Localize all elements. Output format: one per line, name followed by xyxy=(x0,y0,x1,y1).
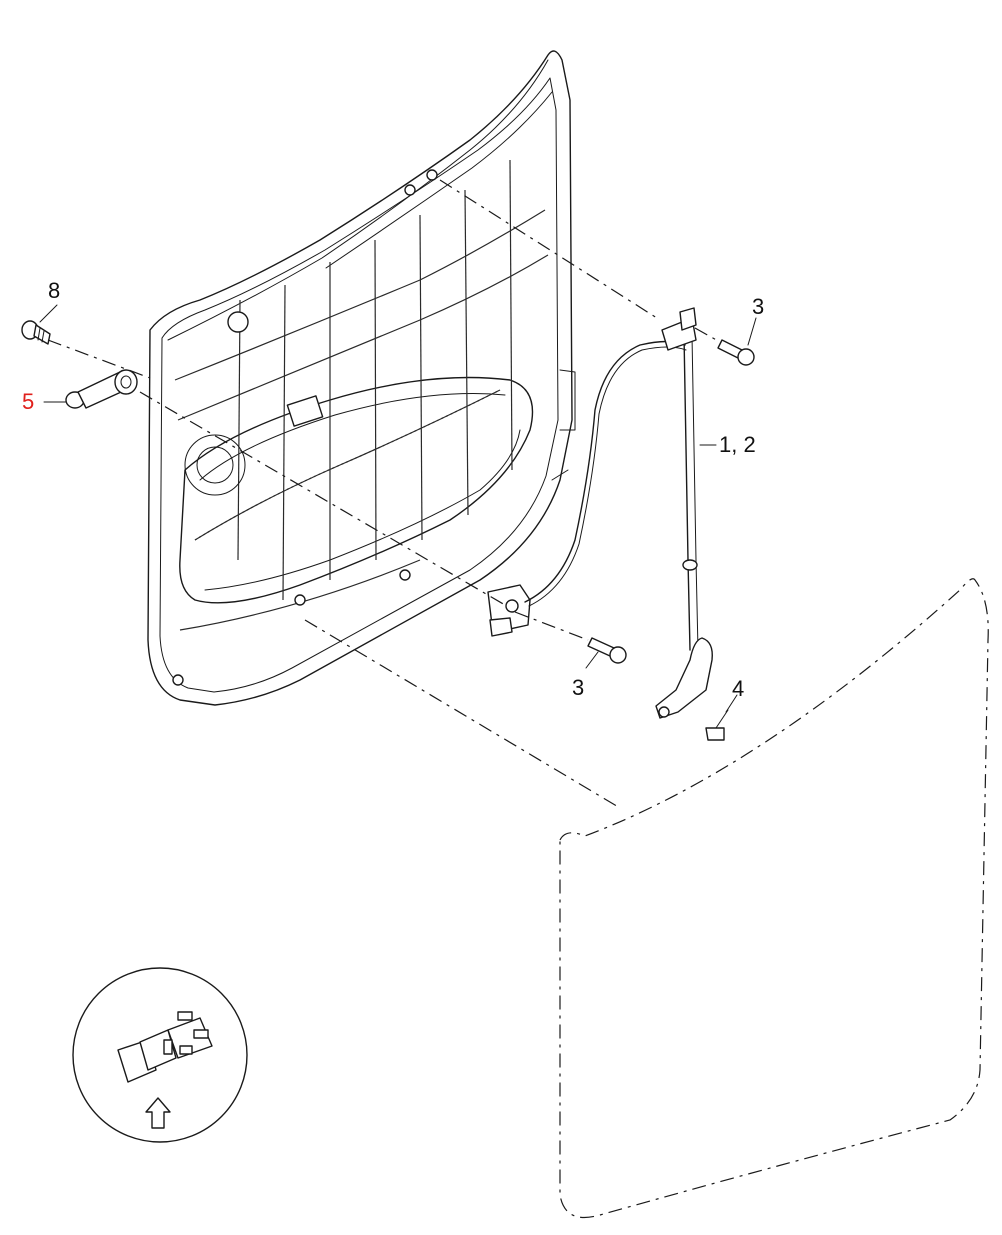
screw-3-upper xyxy=(717,339,755,366)
callout-3-lower: 3 xyxy=(572,675,585,700)
inset-view xyxy=(72,967,248,1143)
assembly-lines xyxy=(47,179,721,809)
part-5-handle-arm xyxy=(65,369,138,409)
callout-4: 4 xyxy=(732,676,745,701)
callout-3-upper: 3 xyxy=(752,294,765,319)
up-arrow-icon xyxy=(145,1097,171,1129)
door-trim-panel xyxy=(147,50,576,706)
screw-8 xyxy=(21,320,51,345)
callout-1-2: 1, 2 xyxy=(719,432,756,457)
clip-4 xyxy=(705,709,729,741)
cable-assembly-1-2 xyxy=(524,307,713,719)
callout-8: 8 xyxy=(48,278,61,303)
callout-5: 5 xyxy=(22,389,35,414)
leader-lines xyxy=(39,304,757,713)
handle-mechanism xyxy=(487,584,531,637)
screw-3-lower xyxy=(587,637,627,664)
water-shield-sheet xyxy=(559,578,989,1219)
